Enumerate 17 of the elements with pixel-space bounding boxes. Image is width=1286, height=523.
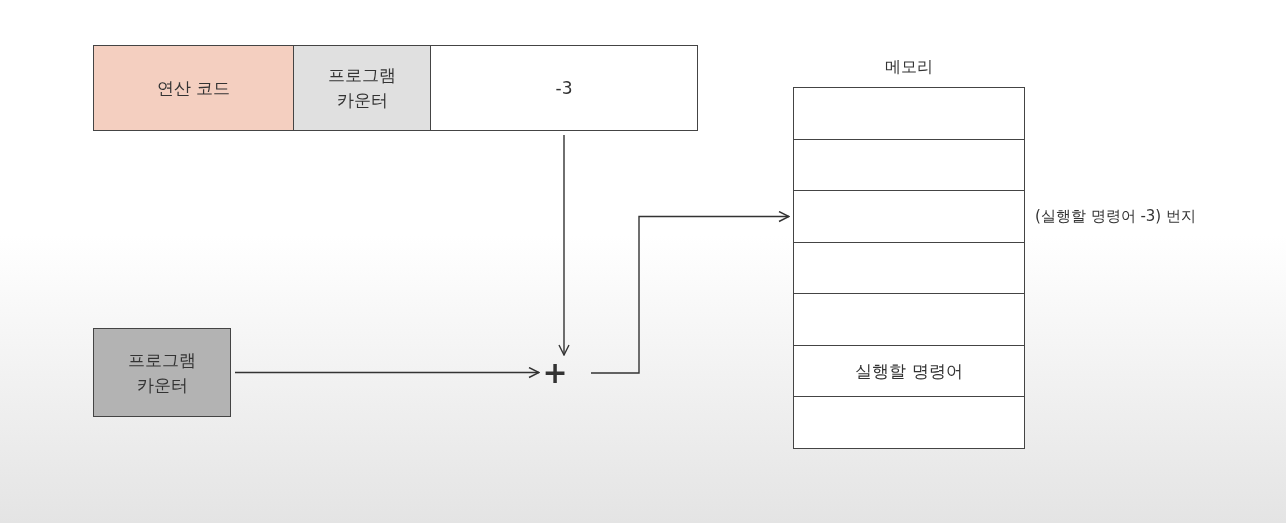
memory-cell — [793, 87, 1025, 140]
memory-cell — [793, 396, 1025, 449]
arrow — [558, 134, 570, 356]
memory-cell — [793, 241, 1025, 295]
memory-cell: 실행할 명령어 — [793, 344, 1025, 398]
operand-field: -3 — [430, 45, 698, 131]
plus-sign: + — [541, 357, 569, 389]
register-box: 프로그램 카운터 — [93, 328, 231, 417]
opcode-field: 연산 코드 — [93, 45, 294, 131]
address-label: (실행할 명령어 -3) 번지 — [1035, 206, 1196, 226]
arrow — [234, 366, 540, 379]
memory-cell — [793, 138, 1025, 192]
memory-heading: 메모리 — [884, 56, 934, 78]
arrow — [590, 210, 790, 374]
memory-cell — [793, 293, 1025, 346]
memory-cell — [793, 190, 1025, 243]
mode-field: 프로그램 카운터 — [293, 45, 431, 131]
